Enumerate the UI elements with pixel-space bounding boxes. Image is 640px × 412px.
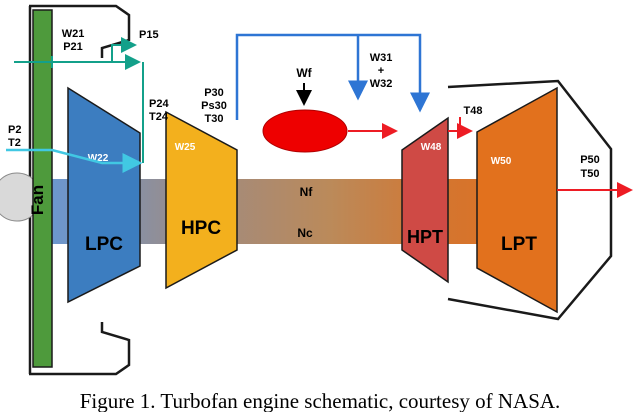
station-ps30-label: Ps30 — [201, 100, 227, 112]
p15-branch-line — [111, 37, 137, 62]
station-w21-label: W21 — [62, 28, 85, 40]
station-t48-label: T48 — [464, 105, 483, 117]
bleed-line — [235, 33, 430, 120]
station-w32-label: W32 — [370, 78, 393, 90]
nacelle-bottom-outline — [29, 322, 131, 376]
station-p24-label: P24 — [149, 98, 169, 110]
lpc-label: LPC — [85, 234, 123, 255]
station-t24-label: T24 — [149, 111, 169, 123]
hpc-label: HPC — [181, 218, 221, 239]
station-w50-label: W50 — [491, 156, 512, 167]
station-w22-label: W22 — [88, 153, 109, 164]
figure-caption: Figure 1. Turbofan engine schematic, cou… — [79, 389, 561, 412]
combustor-ellipse — [262, 109, 348, 153]
lpt-label: LPT — [501, 234, 537, 255]
station-w48-label: W48 — [421, 142, 442, 153]
fuel-flow-label: Wf — [296, 66, 312, 80]
station-t50-label: T50 — [581, 168, 600, 180]
station-w31-label: W31 — [370, 52, 393, 64]
station-w25-label: W25 — [175, 142, 196, 153]
hpc-trapezoid — [165, 110, 238, 290]
fan-bar — [32, 9, 53, 368]
station-plus-label: + — [378, 65, 384, 77]
station-t2-label: T2 — [8, 137, 21, 149]
hpt-trapezoid — [401, 116, 449, 284]
station-p30-label: P30 — [204, 87, 224, 99]
station-p15-label: P15 — [139, 29, 159, 41]
station-p2-label: P2 — [8, 124, 21, 136]
station-p50-label: P50 — [580, 154, 600, 166]
lpc-trapezoid — [67, 86, 141, 304]
lpt-trapezoid — [476, 86, 558, 314]
nacelle-top-outline — [29, 4, 131, 58]
inlet-flow-line — [6, 148, 143, 173]
exhaust-nozzle-outline — [447, 79, 613, 321]
station-t30-label: T30 — [205, 113, 224, 125]
hpt-label: HPT — [407, 227, 443, 247]
shaft-fan-speed-label: Nf — [300, 185, 314, 199]
station-p21-label: P21 — [63, 41, 83, 53]
shaft-core-speed-label: Nc — [297, 226, 313, 240]
fan-label: Fan — [28, 185, 47, 215]
